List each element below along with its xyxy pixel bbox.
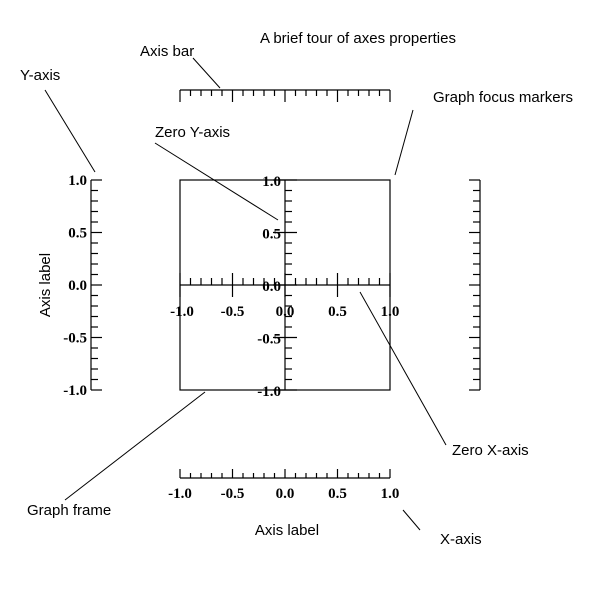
zero-x-axis-tick-label: 0.0	[276, 304, 295, 320]
left-axis-tick-label: -1.0	[63, 383, 87, 399]
leader-graph-frame	[64, 391, 206, 501]
left-axis-tick-label: 0.0	[68, 278, 87, 294]
leader-y-axis	[44, 89, 96, 173]
zero-x-axis-tick-label: -0.5	[221, 304, 245, 320]
bottom-axis-tick-label: 0.0	[276, 486, 295, 502]
zero-y-axis-tick-label: -0.5	[257, 332, 281, 348]
left-axis-tick-label: 0.5	[68, 226, 87, 242]
leader-zero-y-axis	[154, 142, 279, 221]
left-axis-tick-label: 1.0	[68, 173, 87, 189]
annotation-graph-frame: Graph frame	[27, 502, 111, 519]
leader-zero-x-axis	[359, 291, 447, 446]
annotation-zero-x-axis: Zero X-axis	[452, 442, 529, 459]
zero-y-axis-tick-label: 1.0	[262, 174, 281, 190]
zero-x-axis-tick-label: 1.0	[381, 304, 400, 320]
y-axis-label: Axis label	[37, 253, 54, 317]
left-axis-tick-label: -0.5	[63, 331, 87, 347]
diagram-title: A brief tour of axes properties	[260, 30, 456, 47]
x-axis-label: Axis label	[255, 522, 319, 539]
bottom-axis-tick-label: 1.0	[381, 486, 400, 502]
leader-x-axis	[402, 509, 421, 531]
bottom-axis-tick-label: -1.0	[168, 486, 192, 502]
zero-x-axis-tick-label: 0.5	[328, 304, 347, 320]
annotation-x-axis: X-axis	[440, 531, 482, 548]
zero-y-axis-tick-label: 0.5	[262, 227, 281, 243]
bottom-axis-tick-label: -0.5	[221, 486, 245, 502]
zero-y-axis-tick-label: -1.0	[257, 384, 281, 400]
bottom-axis-tick-label: 0.5	[328, 486, 347, 502]
leader-graph-focus-markers	[394, 109, 414, 176]
zero-x-axis-tick-label: -1.0	[170, 304, 194, 320]
zero-y-axis-tick-label: 0.0	[262, 279, 281, 295]
axes-group: -1.0 -1.0 -1.0 -1.0 -0.5 -0.5 -0.5 -0.5 0.0 0.0 0.…	[63, 89, 481, 502]
annotation-graph-focus-markers: Graph focus markers	[433, 89, 573, 106]
annotation-y-axis: Y-axis	[20, 67, 60, 84]
annotation-axis-bar: Axis bar	[140, 43, 194, 60]
annotation-zero-y-axis: Zero Y-axis	[155, 124, 230, 141]
leader-axis-bar	[192, 57, 221, 89]
